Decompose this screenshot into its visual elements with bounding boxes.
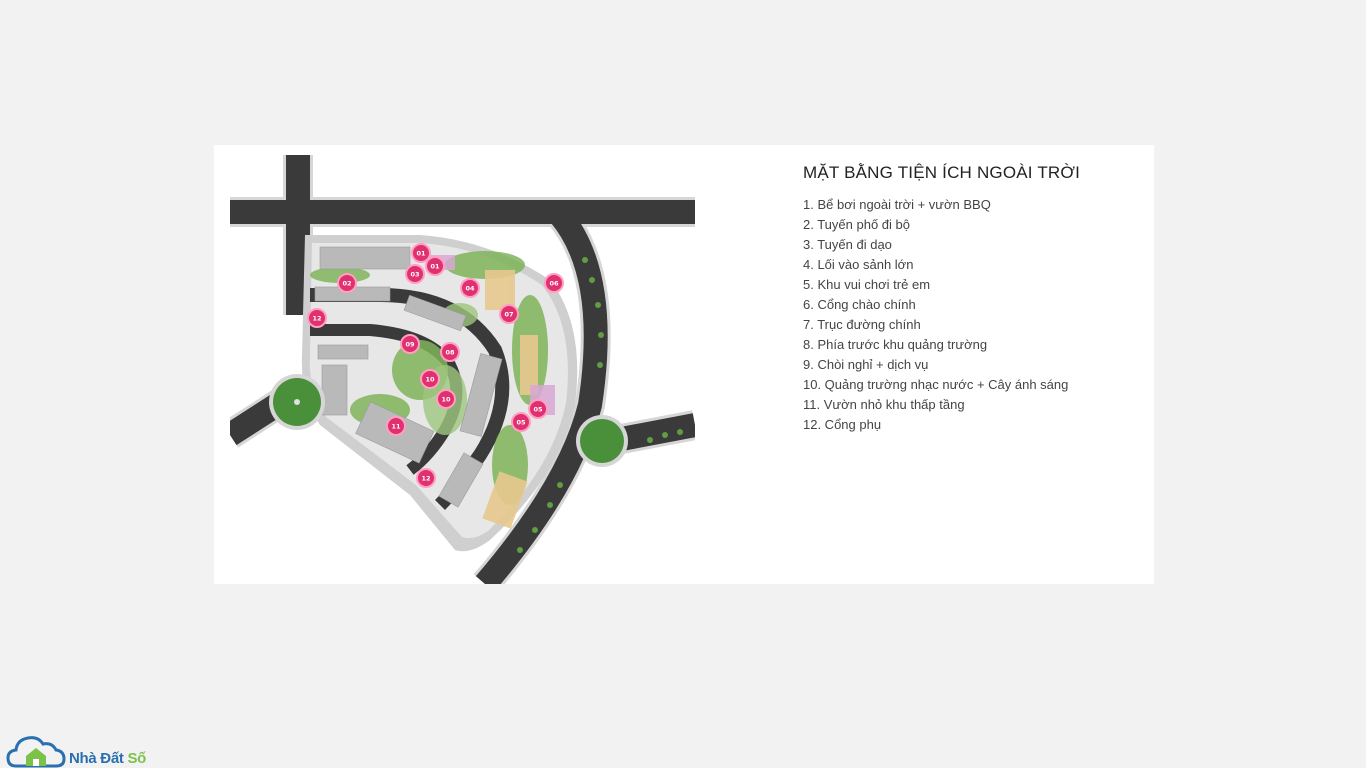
svg-text:06: 06 [549, 280, 559, 288]
map-marker[interactable]: 08 [440, 342, 460, 362]
legend-title: MẶT BẰNG TIỆN ÍCH NGOÀI TRỜI [803, 163, 1081, 182]
svg-text:09: 09 [405, 341, 415, 349]
map-marker[interactable]: 04 [460, 278, 480, 298]
map-marker[interactable]: 01 [411, 243, 431, 263]
map-marker[interactable]: 02 [337, 273, 357, 293]
map-marker[interactable]: 06 [544, 273, 564, 293]
svg-text:07: 07 [504, 311, 513, 319]
legend-item: 11. Vườn nhỏ khu thấp tầng [803, 397, 965, 412]
map-marker[interactable]: 05 [528, 399, 548, 419]
legend-item: 9. Chòi nghỉ + dịch vụ [803, 357, 929, 372]
svg-text:10: 10 [425, 376, 435, 384]
legend-item: 8. Phía trước khu quảng trường [803, 337, 988, 352]
svg-text:02: 02 [342, 280, 351, 288]
legend-item: 2. Tuyến phố đi bộ [803, 217, 910, 232]
brand-name: Nhà Đất Số [69, 750, 147, 767]
svg-text:01: 01 [416, 250, 426, 258]
cloud-house-icon [6, 736, 66, 768]
map-marker[interactable]: 10 [436, 389, 456, 409]
brand-watermark[interactable]: Nhà Đất Số [6, 732, 166, 768]
map-markers: 01 01 03 02 04 06 07 12 09 08 10 10 05 0… [307, 243, 564, 488]
map-marker[interactable]: 11 [386, 416, 406, 436]
site-plan-map: 01 01 03 02 04 06 07 12 09 08 10 10 05 0… [230, 155, 695, 584]
svg-text:10: 10 [441, 396, 451, 404]
map-marker[interactable]: 07 [499, 304, 519, 324]
legend-list: 1. Bể bơi ngoài trời + vườn BBQ 2. Tuyến… [803, 195, 1143, 435]
legend-item: 1. Bể bơi ngoài trời + vườn BBQ [803, 197, 991, 212]
map-marker[interactable]: 12 [307, 308, 327, 328]
legend-item: 12. Cổng phụ [803, 417, 882, 432]
legend-item: 5. Khu vui chơi trẻ em [803, 277, 931, 292]
legend-item: 10. Quảng trường nhạc nước + Cây ánh sán… [803, 377, 1069, 392]
map-marker[interactable]: 09 [400, 334, 420, 354]
legend-item: 6. Cổng chào chính [803, 297, 916, 312]
site-plan-card: 01 01 03 02 04 06 07 12 09 08 10 10 05 0… [214, 145, 1154, 584]
svg-text:12: 12 [421, 475, 430, 483]
svg-text:01: 01 [430, 263, 440, 271]
svg-text:05: 05 [533, 406, 543, 414]
map-marker[interactable]: 01 [425, 256, 445, 276]
legend-item: 4. Lối vào sảnh lớn [803, 257, 914, 272]
svg-text:08: 08 [445, 349, 455, 357]
map-marker[interactable]: 03 [405, 264, 425, 284]
svg-text:04: 04 [465, 285, 475, 293]
svg-text:03: 03 [410, 271, 419, 279]
map-marker[interactable]: 12 [416, 468, 436, 488]
amenity-legend: MẶT BẰNG TIỆN ÍCH NGOÀI TRỜI 1. Bể bơi n… [803, 163, 1143, 435]
svg-text:05: 05 [516, 419, 526, 427]
svg-text:12: 12 [312, 315, 321, 323]
legend-item: 3. Tuyến đi dạo [803, 237, 892, 252]
map-marker[interactable]: 10 [420, 369, 440, 389]
svg-text:11: 11 [391, 423, 401, 431]
map-marker[interactable]: 05 [511, 412, 531, 432]
legend-item: 7. Trục đường chính [803, 317, 921, 332]
